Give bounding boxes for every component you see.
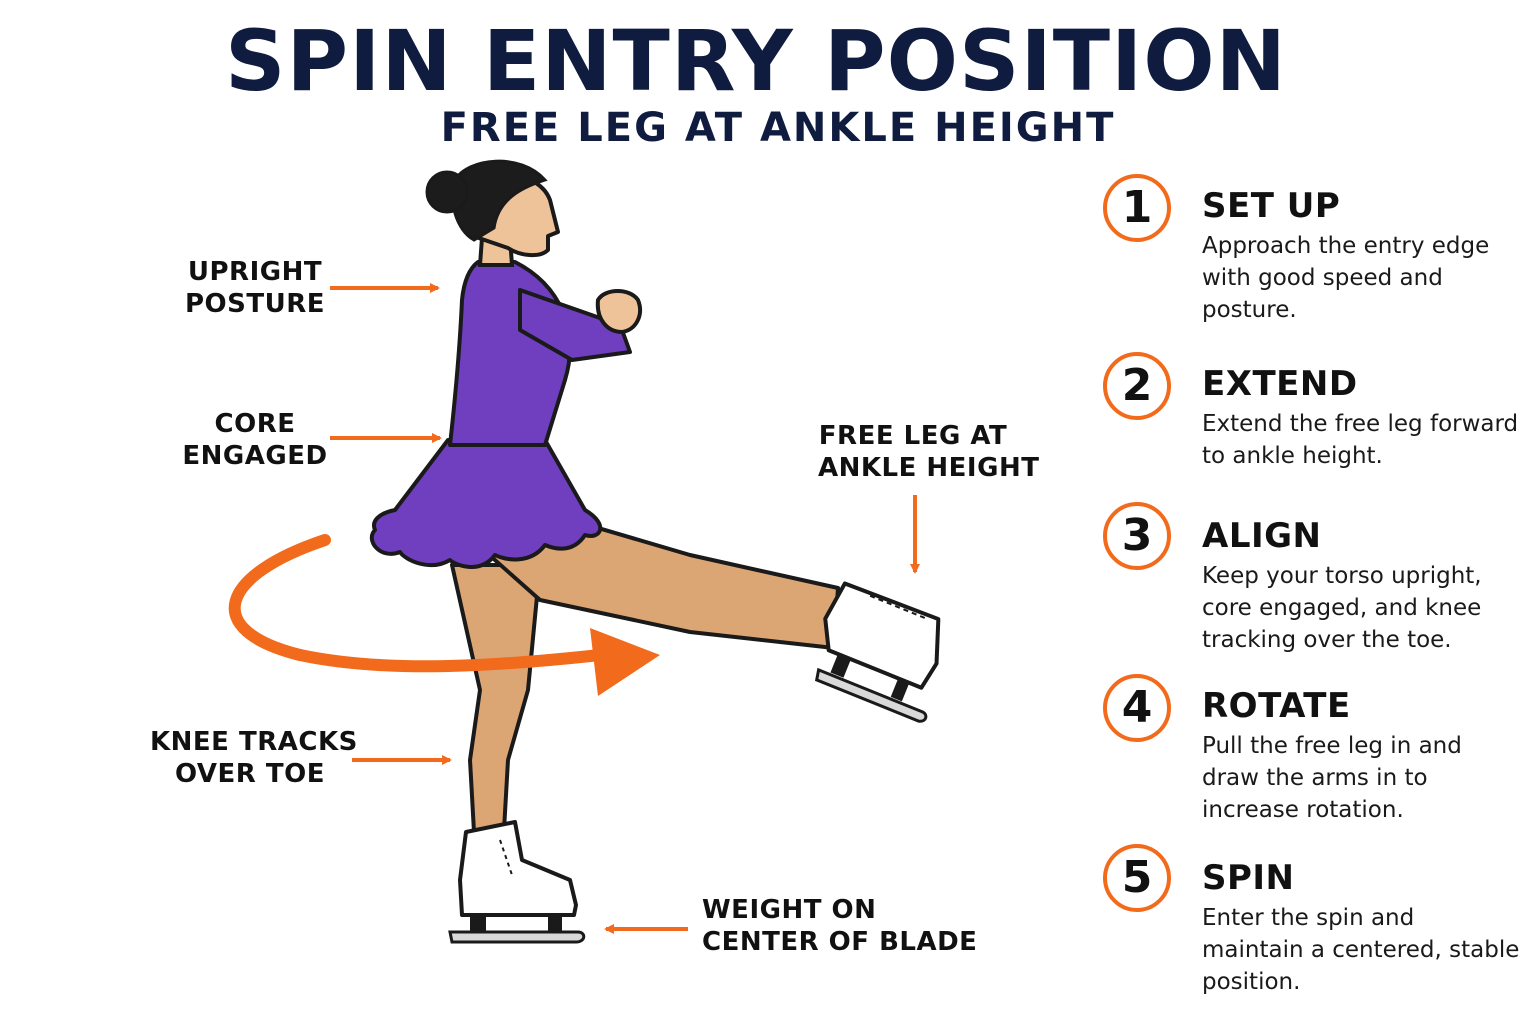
callout-knee-line1: KNEE TRACKS: [150, 727, 358, 757]
callout-core-engaged: CORE ENGAGED: [180, 408, 330, 472]
callout-core-line2: ENGAGED: [182, 441, 328, 471]
page-title: SPIN ENTRY POSITION: [225, 12, 1287, 110]
callout-knee-line2: OVER TOE: [175, 759, 325, 789]
callout-free-leg-line2: ANKLE HEIGHT: [818, 453, 1040, 483]
rotation-arrowhead: [590, 628, 660, 696]
callout-weight: WEIGHT ON CENTER OF BLADE: [702, 894, 978, 958]
rotation-arrow-front: [294, 649, 606, 673]
callout-upright-posture: UPRIGHT POSTURE: [180, 256, 330, 320]
callout-weight-line2: CENTER OF BLADE: [702, 927, 978, 957]
step-number-badge: 1: [1103, 174, 1171, 242]
step-number-badge: 2: [1103, 352, 1171, 420]
step-4: 4 ROTATE Pull the free leg in and draw t…: [1100, 674, 1520, 834]
hair: [451, 159, 548, 242]
dress-torso: [448, 260, 572, 447]
step-title: SET UP: [1202, 186, 1341, 226]
hands: [595, 289, 642, 335]
step-description: Extend the free leg forward to ankle hei…: [1202, 411, 1519, 469]
callout-weight-line1: WEIGHT ON: [702, 895, 877, 925]
step-1: 1 SET UP Approach the entry edge with go…: [1100, 174, 1520, 334]
free-skate: [814, 581, 941, 723]
callout-upright-line2: POSTURE: [184, 289, 325, 319]
step-3: 3 ALIGN Keep your torso upright, core en…: [1100, 502, 1520, 662]
hair-bun: [425, 170, 469, 214]
step-5: 5 SPIN Enter the spin and maintain a cen…: [1100, 844, 1520, 1004]
dress-skirt: [369, 438, 602, 569]
step-description: Enter the spin and maintain a centered, …: [1202, 905, 1520, 995]
step-number-badge: 4: [1103, 674, 1171, 742]
step-title: ALIGN: [1202, 516, 1322, 556]
step-title: SPIN: [1202, 858, 1295, 898]
step-title: ROTATE: [1202, 686, 1351, 726]
rotation-arrow-back: [228, 534, 331, 661]
step-description: Keep your torso upright, core engaged, a…: [1202, 563, 1482, 653]
standing-leg: [450, 563, 542, 834]
callout-free-leg-line1: FREE LEG AT: [818, 421, 1008, 451]
callout-upright-line1: UPRIGHT: [187, 257, 323, 287]
standing-skate: [448, 820, 586, 944]
step-number-badge: 5: [1103, 844, 1171, 912]
step-2: 2 EXTEND Extend the free leg forward to …: [1100, 352, 1520, 482]
step-description: Approach the entry edge with good speed …: [1202, 233, 1490, 323]
callout-free-leg: FREE LEG AT ANKLE HEIGHT: [818, 420, 1040, 484]
page-subtitle: FREE LEG AT ANKLE HEIGHT: [440, 105, 1116, 151]
callout-core-line1: CORE: [214, 409, 296, 439]
step-description: Pull the free leg in and draw the arms i…: [1202, 733, 1462, 823]
callout-knee-tracks: KNEE TRACKS OVER TOE: [150, 726, 358, 790]
step-title: EXTEND: [1202, 364, 1358, 404]
step-number-badge: 3: [1103, 502, 1171, 570]
